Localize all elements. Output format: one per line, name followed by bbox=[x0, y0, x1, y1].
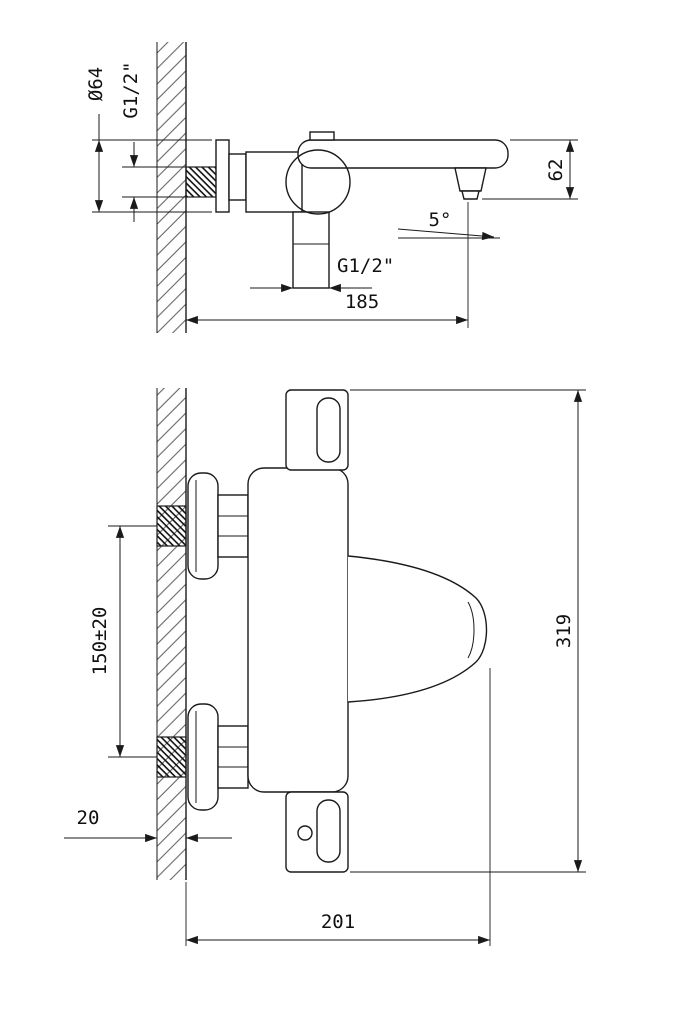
escutcheon-lower bbox=[187, 703, 219, 811]
diverter-screw bbox=[297, 825, 313, 841]
dim-label-inlet-thread: G1/2" bbox=[120, 61, 142, 118]
spout-front-outline bbox=[347, 555, 488, 703]
wall-section-upper bbox=[156, 42, 187, 333]
escutcheon-flange bbox=[215, 139, 230, 213]
dim-label-escutcheon-diameter: Ø64 bbox=[85, 67, 107, 101]
dim-label-wall-to-spout: 185 bbox=[345, 291, 379, 313]
bottom-lever bbox=[316, 799, 341, 863]
escutcheon-upper bbox=[187, 472, 219, 580]
dim-outlet-thread: G1/2" bbox=[250, 255, 394, 293]
dim-spout-angle: 5° bbox=[397, 209, 500, 241]
dim-escutcheon-diameter: Ø64 bbox=[85, 67, 212, 213]
faucet-side-view bbox=[185, 131, 509, 289]
spout-front-fill bbox=[348, 556, 487, 702]
dim-total-depth: 201 bbox=[185, 668, 491, 946]
inlet-thread-nipple bbox=[185, 166, 217, 198]
dim-label-spout-angle: 5° bbox=[429, 209, 452, 231]
upper-view: Ø64 G1/2" 62 5° G1/2" 18 bbox=[85, 42, 578, 333]
dim-label-spout-height: 62 bbox=[545, 159, 567, 182]
dim-wall-offset: 20 bbox=[64, 807, 232, 843]
angle-leader-line bbox=[397, 228, 495, 241]
dim-label-wall-offset: 20 bbox=[77, 807, 100, 829]
nut-lower bbox=[217, 725, 249, 789]
wall-hatch bbox=[157, 42, 186, 333]
wall-section-lower bbox=[156, 388, 187, 880]
dim-label-total-height: 319 bbox=[553, 614, 575, 648]
mixer-side-view bbox=[156, 389, 488, 873]
inlet-thread-lower bbox=[156, 736, 187, 778]
top-lever bbox=[316, 397, 341, 463]
mixer-body bbox=[247, 467, 349, 793]
aerator-body bbox=[454, 167, 487, 192]
connection-nut bbox=[228, 153, 247, 201]
dim-label-inlet-spacing: 150±20 bbox=[89, 607, 111, 676]
shower-outlet-pipe bbox=[292, 211, 330, 289]
aerator-lip bbox=[461, 190, 480, 200]
dim-total-height: 319 bbox=[350, 389, 586, 873]
dim-wall-to-spout: 185 bbox=[186, 202, 469, 328]
lever-tab bbox=[309, 131, 335, 141]
wall-hatch bbox=[157, 388, 186, 880]
inlet-thread-upper bbox=[156, 505, 187, 547]
handle-circle bbox=[285, 149, 351, 215]
dim-label-total-depth: 201 bbox=[321, 911, 355, 933]
dim-inlet-thread: G1/2" bbox=[120, 61, 186, 222]
dim-inlet-spacing: 150±20 bbox=[89, 525, 157, 758]
dim-spout-height: 62 bbox=[482, 139, 578, 200]
spout-bar bbox=[297, 139, 509, 169]
lower-view: 150±20 20 319 201 bbox=[64, 388, 586, 946]
spout-tip-line bbox=[467, 601, 475, 659]
nut-upper bbox=[217, 494, 249, 558]
dim-label-outlet-thread: G1/2" bbox=[337, 255, 394, 277]
